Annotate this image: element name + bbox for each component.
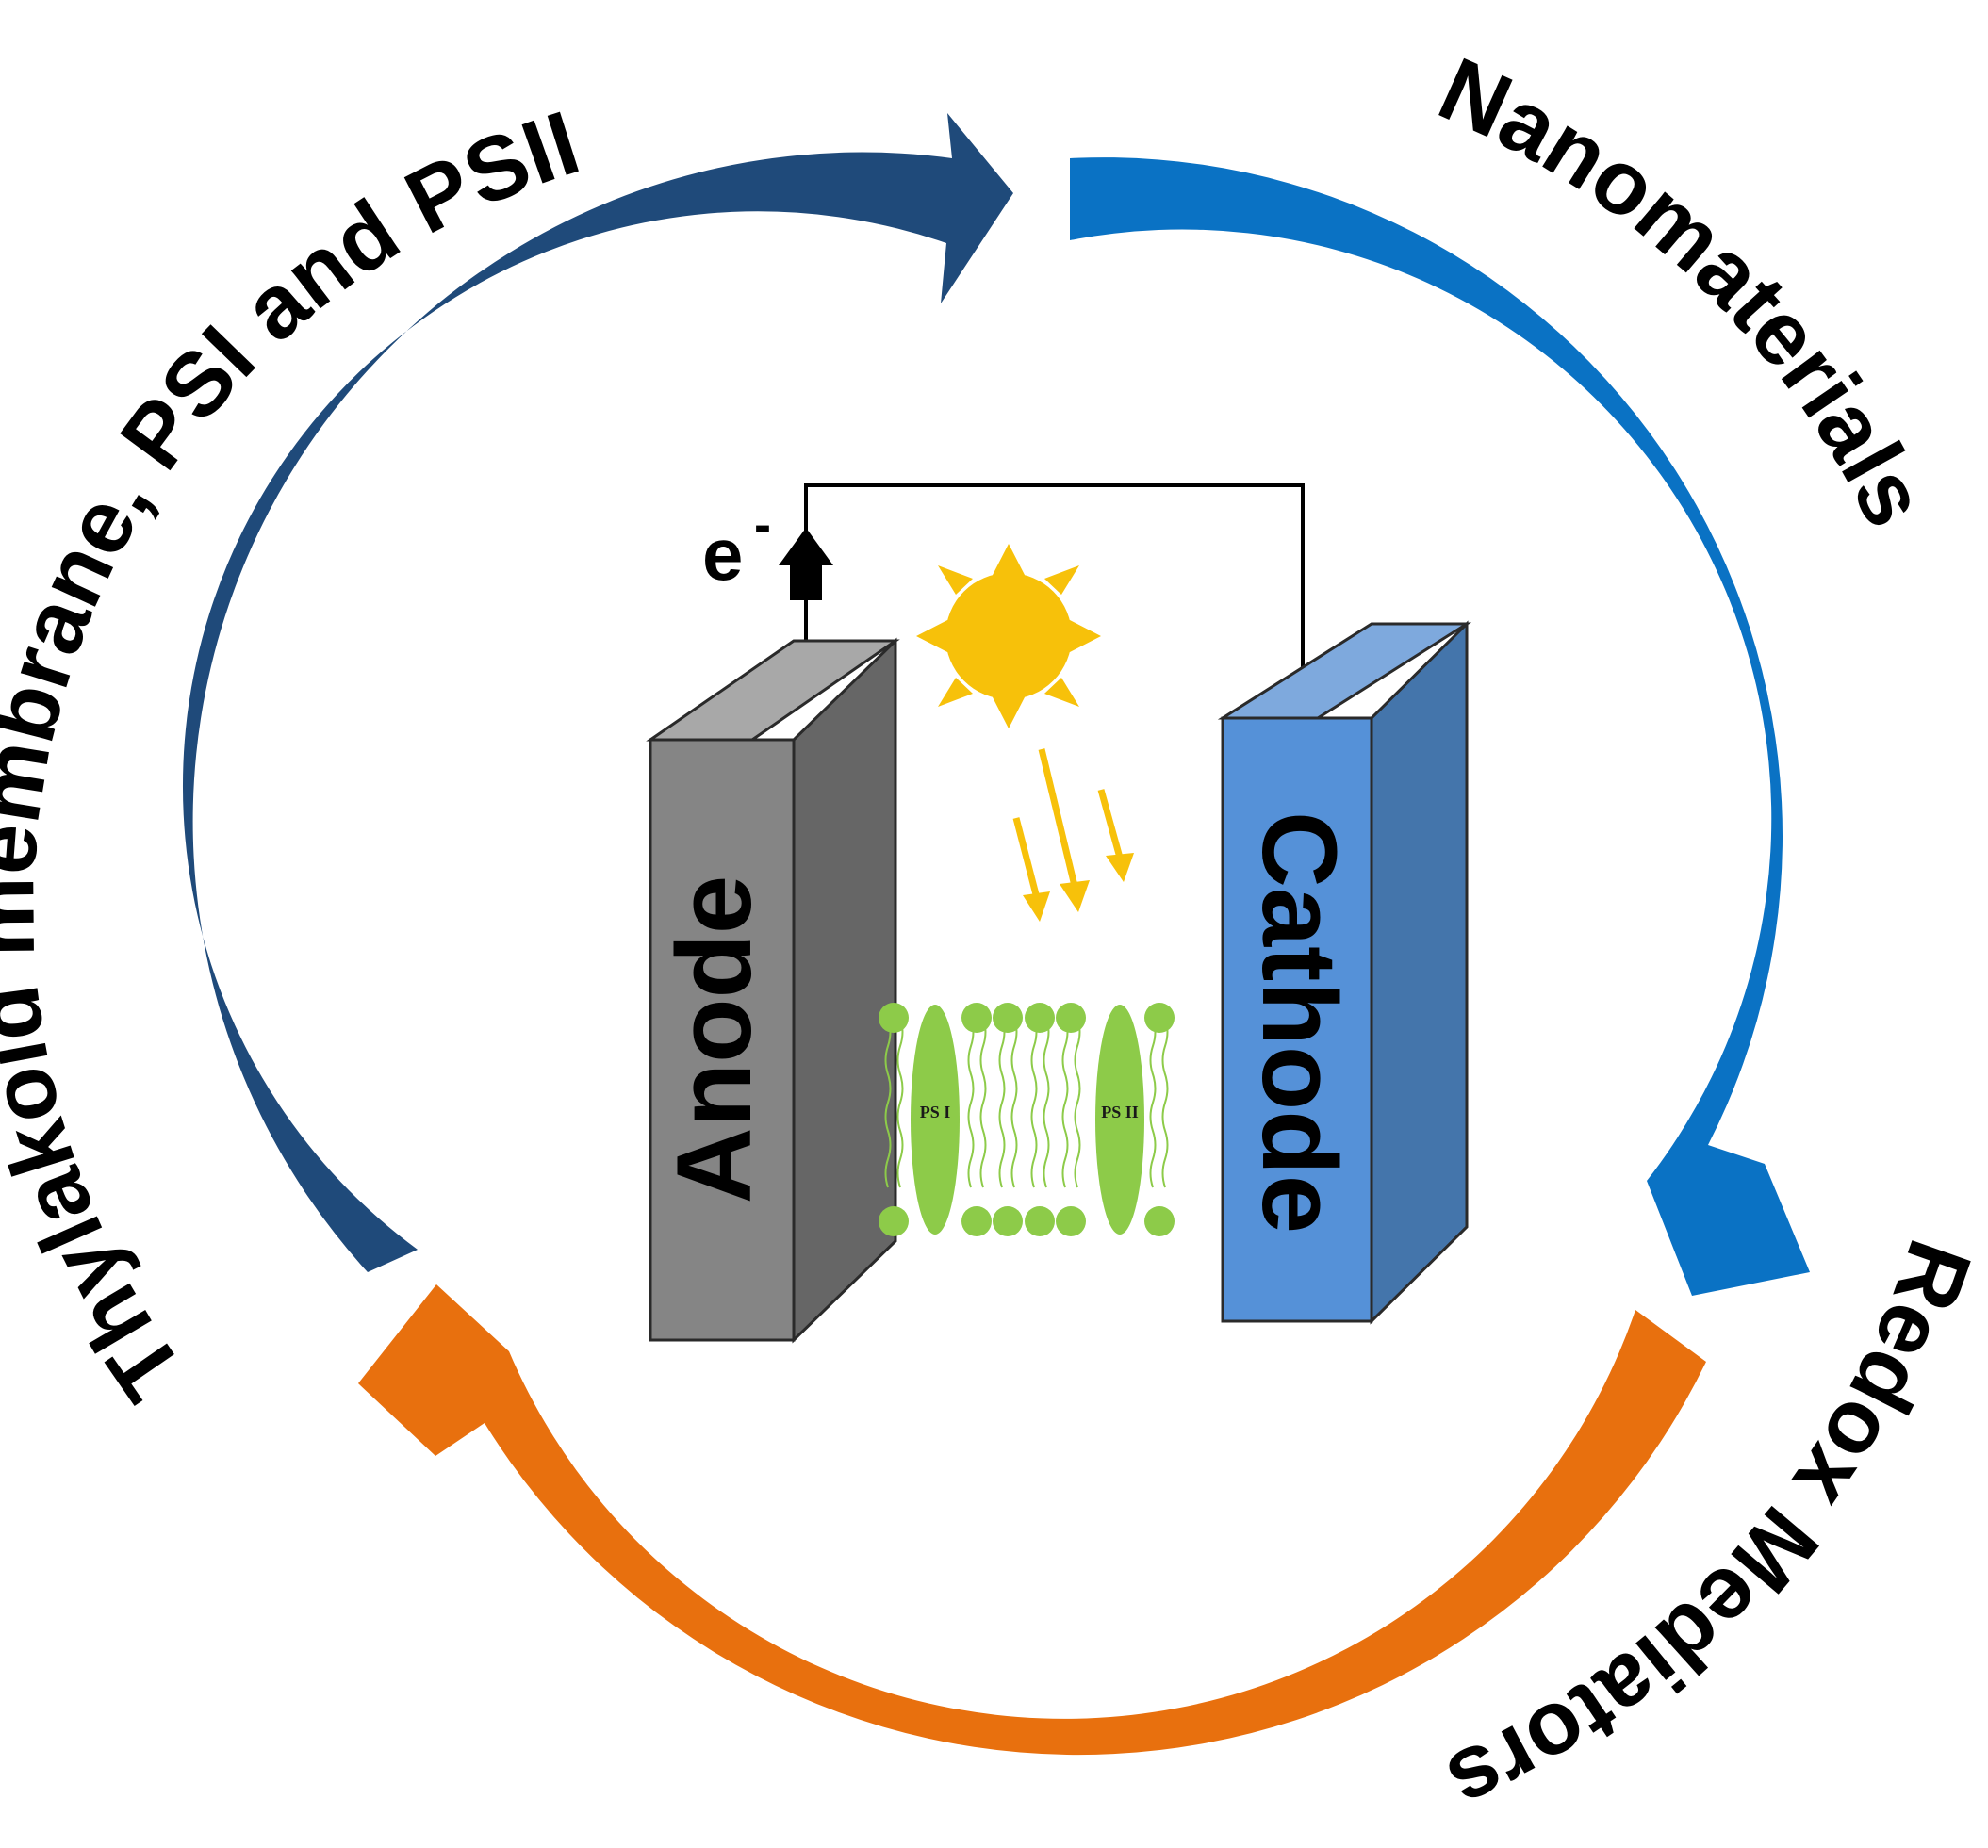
sun-icon [916,544,1101,728]
light-rays-icon [1012,748,1134,922]
cathode-electrode [1217,620,1472,1325]
blue-arc-arrow [1070,157,1810,1296]
cathode-label: Cathode [1240,811,1358,1234]
ps1-label: PS I [920,1103,951,1121]
ps1-complex [911,1005,960,1235]
membrane-icon [879,1003,1175,1236]
left-arc-label: Thylakoid membrane, PSI and PSII [0,92,590,1418]
ps2-label: PS II [1101,1103,1139,1121]
orange-arc-arrow [358,1284,1706,1756]
anode-electrode [646,637,900,1344]
dark-blue-arc-arrow [182,113,1014,1272]
ps2-complex [1095,1005,1144,1235]
electron-arrow-icon [779,528,833,600]
anode-label: Anode [655,875,773,1203]
electron-superscript: - [754,497,771,553]
electron-label: e [702,513,743,596]
